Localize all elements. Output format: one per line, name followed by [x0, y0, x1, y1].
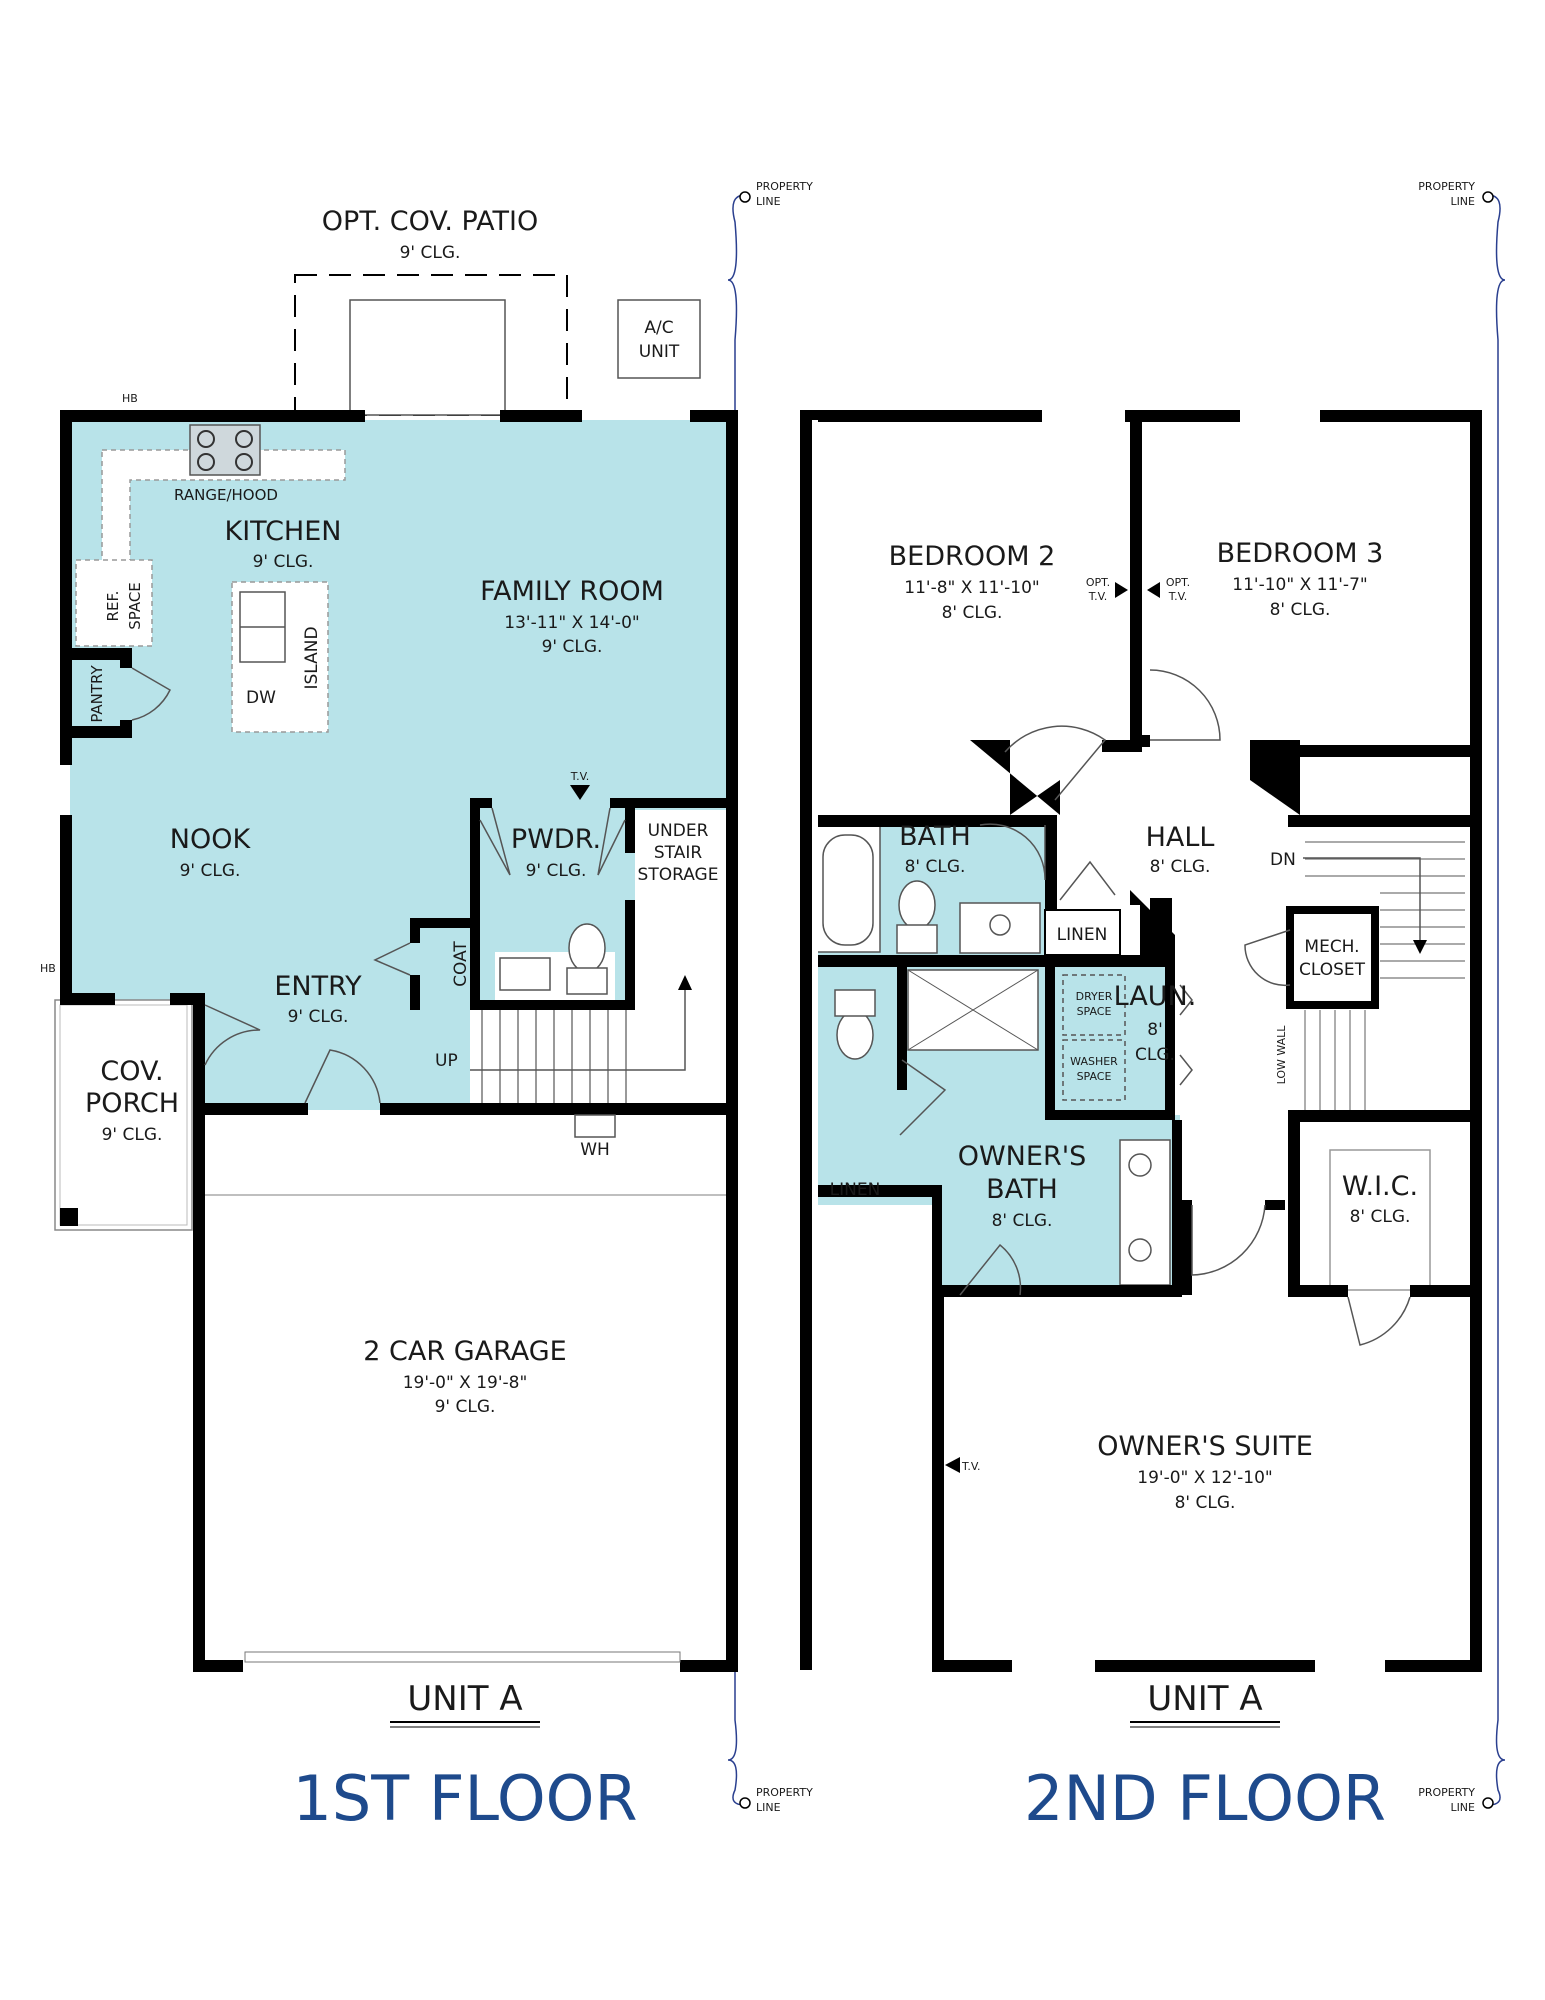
water-heater	[574, 1114, 616, 1138]
family-tv-label: T.V.	[570, 770, 590, 783]
bedroom3-label: BEDROOM 3	[1217, 538, 1384, 569]
bath-linen-label: LINEN	[830, 1180, 881, 1200]
covered-porch	[54, 999, 193, 1231]
hall-clg: 8' CLG.	[1150, 857, 1211, 877]
bedroom2-label: BEDROOM 2	[889, 541, 1056, 572]
kitchen-clg: 9' CLG.	[253, 552, 314, 572]
ac-unit-label-2: UNIT	[639, 342, 680, 362]
mech-closet-label-2: CLOSET	[1299, 960, 1366, 980]
owners-suite-label: OWNER'S SUITE	[1097, 1431, 1313, 1462]
low-wall-label: LOW WALL	[1275, 1025, 1288, 1085]
second-floor	[800, 410, 1482, 1672]
family-room-dims: 13'-11" X 14'-0"	[504, 613, 639, 633]
ref-space-label-2: SPACE	[126, 582, 144, 630]
laundry-label: LAUN.	[1114, 981, 1197, 1012]
property-line-label-tr: PROPERTY	[1418, 180, 1475, 193]
opt-tv-right-1: OPT.	[1166, 576, 1190, 589]
washer-label-1: WASHER	[1070, 1055, 1118, 1068]
stair-up-label: UP	[435, 1051, 458, 1071]
property-line-label-tl-2: LINE	[756, 195, 781, 208]
property-line-label-bl: PROPERTY	[756, 1786, 813, 1799]
opt-tv-right-2: T.V.	[1168, 590, 1188, 603]
bedroom2-clg: 8' CLG.	[942, 603, 1003, 623]
property-line-label-bl-2: LINE	[756, 1801, 781, 1814]
property-line-label-br: PROPERTY	[1418, 1786, 1475, 1799]
owners-bath-label-2: BATH	[986, 1174, 1058, 1205]
ac-unit-label-1: A/C	[644, 318, 673, 338]
laundry-clg-1: 8'	[1147, 1020, 1163, 1040]
patio-label: OPT. COV. PATIO	[322, 206, 538, 237]
nook-clg: 9' CLG.	[180, 861, 241, 881]
first-floor-walls	[60, 410, 738, 1672]
owners-bath-clg: 8' CLG.	[992, 1211, 1053, 1231]
porch-label-1: COV.	[100, 1056, 163, 1087]
storage-label-3: STORAGE	[638, 865, 719, 885]
property-line-label-tr-2: LINE	[1450, 195, 1475, 208]
bedroom3-clg: 8' CLG.	[1270, 600, 1331, 620]
porch-label-2: PORCH	[85, 1088, 179, 1119]
powder-label: PWDR.	[511, 824, 601, 855]
nook-label: NOOK	[170, 824, 252, 855]
laundry-clg-2: CLG.	[1135, 1045, 1175, 1065]
floor1-unit-label: UNIT A	[407, 1679, 522, 1719]
porch-clg: 9' CLG.	[102, 1125, 163, 1145]
suite-tv-label: T.V.	[961, 1460, 981, 1473]
floor2-title: 2ND FLOOR	[1024, 1762, 1386, 1835]
property-line-label-br-2: LINE	[1450, 1801, 1475, 1814]
wic-label: W.I.C.	[1342, 1171, 1418, 1202]
floor2-unit-label: UNIT A	[1147, 1679, 1262, 1719]
bath-label: BATH	[899, 821, 971, 852]
storage-label-1: UNDER	[648, 821, 709, 841]
opt-tv-left-2: T.V.	[1088, 590, 1108, 603]
dw-label: DW	[246, 688, 276, 708]
laundry-area	[1055, 965, 1175, 1110]
range-hood-label: RANGE/HOOD	[174, 486, 278, 504]
owners-suite-dims: 19'-0" X 12'-10"	[1137, 1468, 1272, 1488]
entry-label: ENTRY	[274, 971, 362, 1002]
storage-label-2: STAIR	[654, 843, 702, 863]
bedroom3-dims: 11'-10" X 11'-7"	[1232, 575, 1367, 595]
ac-unit	[617, 299, 701, 379]
owners-suite-clg: 8' CLG.	[1175, 1493, 1236, 1513]
opt-tv-left-1: OPT.	[1086, 576, 1110, 589]
bedroom2-dims: 11'-8" X 11'-10"	[904, 578, 1039, 598]
powder-clg: 9' CLG.	[526, 861, 587, 881]
first-floor	[54, 274, 738, 1672]
second-floor-walls	[800, 410, 1482, 1672]
wic-clg: 8' CLG.	[1350, 1207, 1411, 1227]
patio-clg: 9' CLG.	[400, 243, 461, 263]
family-room-clg: 9' CLG.	[542, 637, 603, 657]
stair-down-label: DN	[1270, 850, 1296, 870]
bath-clg: 8' CLG.	[905, 857, 966, 877]
hall-label: HALL	[1146, 822, 1215, 853]
hall-linen-label: LINEN	[1057, 925, 1108, 945]
water-heater-label: WH	[580, 1140, 610, 1160]
kitchen-label: KITCHEN	[225, 516, 342, 547]
washer-label-2: SPACE	[1077, 1070, 1112, 1083]
mech-closet-label-1: MECH.	[1304, 937, 1359, 957]
island-label: ISLAND	[302, 626, 322, 689]
owners-bath-label-1: OWNER'S	[958, 1141, 1087, 1172]
floor1-title: 1ST FLOOR	[292, 1762, 637, 1835]
property-line-label-tl: PROPERTY	[756, 180, 813, 193]
hose-bib-left: HB	[40, 962, 56, 975]
garage-dims: 19'-0" X 19'-8"	[403, 1373, 528, 1393]
dryer-label-2: SPACE	[1077, 1005, 1112, 1018]
hose-bib-top: HB	[122, 392, 138, 405]
dryer-label-1: DRYER	[1076, 990, 1113, 1003]
property-lines	[727, 191, 1506, 1809]
garage-label: 2 CAR GARAGE	[363, 1336, 566, 1367]
coat-label: COAT	[451, 941, 471, 987]
family-room-label: FAMILY ROOM	[480, 576, 664, 607]
garage-clg: 9' CLG.	[435, 1397, 496, 1417]
ref-space-label-1: REF.	[104, 591, 122, 622]
pantry-label: PANTRY	[88, 664, 106, 722]
entry-clg: 9' CLG.	[288, 1007, 349, 1027]
